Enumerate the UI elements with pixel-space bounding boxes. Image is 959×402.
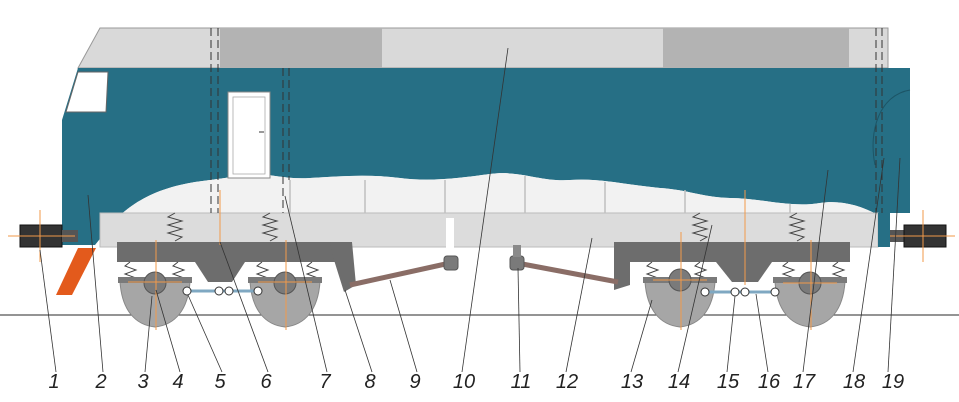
rear-traction-rod bbox=[516, 260, 619, 285]
front-wheel-2 bbox=[249, 281, 321, 328]
label-16: 16 bbox=[758, 371, 781, 393]
label-9: 9 bbox=[409, 371, 420, 393]
label-14: 14 bbox=[668, 371, 690, 393]
label-2: 2 bbox=[94, 371, 106, 393]
front-wheel-1 bbox=[119, 281, 191, 328]
roof bbox=[77, 27, 889, 69]
carbody-posts bbox=[289, 176, 791, 213]
label-4: 4 bbox=[172, 371, 183, 393]
front-bogie bbox=[117, 242, 356, 328]
locomotive-body bbox=[62, 68, 910, 245]
label-1: 1 bbox=[48, 371, 59, 393]
front-bogie-bracket bbox=[330, 242, 356, 292]
label-6: 6 bbox=[260, 371, 272, 393]
front-traction-rod bbox=[349, 260, 451, 288]
carbody-cutaway bbox=[115, 173, 878, 220]
label-12: 12 bbox=[556, 371, 578, 393]
label-18: 18 bbox=[843, 371, 865, 393]
rear-end-curve bbox=[872, 89, 911, 166]
main-frame bbox=[99, 212, 879, 248]
centre-markers bbox=[8, 190, 955, 330]
cab-window bbox=[65, 71, 109, 113]
cowcatcher bbox=[56, 248, 96, 295]
traction-rods bbox=[349, 218, 619, 288]
label-17: 17 bbox=[793, 371, 816, 393]
label-15: 15 bbox=[717, 371, 740, 393]
rear-bogie-bracket bbox=[614, 242, 630, 290]
rear-wheel-2 bbox=[774, 281, 846, 328]
label-10: 10 bbox=[453, 371, 475, 393]
front-axle-2 bbox=[273, 271, 297, 295]
leader-lines bbox=[39, 47, 901, 373]
secondary-springs bbox=[166, 212, 806, 242]
label-13: 13 bbox=[621, 371, 643, 393]
rear-bogie bbox=[614, 242, 850, 328]
label-3: 3 bbox=[137, 371, 148, 393]
frame-right-end bbox=[878, 213, 890, 247]
front-bogie-frame bbox=[117, 242, 350, 262]
rear-wheel-1 bbox=[644, 281, 716, 328]
front-axle-1 bbox=[143, 271, 167, 295]
part-labels: 1 2 3 4 5 6 7 8 9 10 11 12 13 14 15 16 1… bbox=[48, 371, 904, 393]
label-8: 8 bbox=[364, 371, 375, 393]
rear-bogie-frame bbox=[614, 242, 850, 262]
side-door bbox=[227, 91, 271, 179]
bogie-pivot-lines bbox=[210, 28, 883, 213]
label-7: 7 bbox=[319, 371, 331, 393]
roof-panel-left bbox=[220, 28, 382, 68]
label-11: 11 bbox=[511, 371, 532, 393]
roof-panel-right bbox=[663, 28, 849, 68]
door-inner bbox=[232, 96, 266, 175]
label-5: 5 bbox=[214, 371, 226, 393]
label-19: 19 bbox=[882, 371, 904, 393]
